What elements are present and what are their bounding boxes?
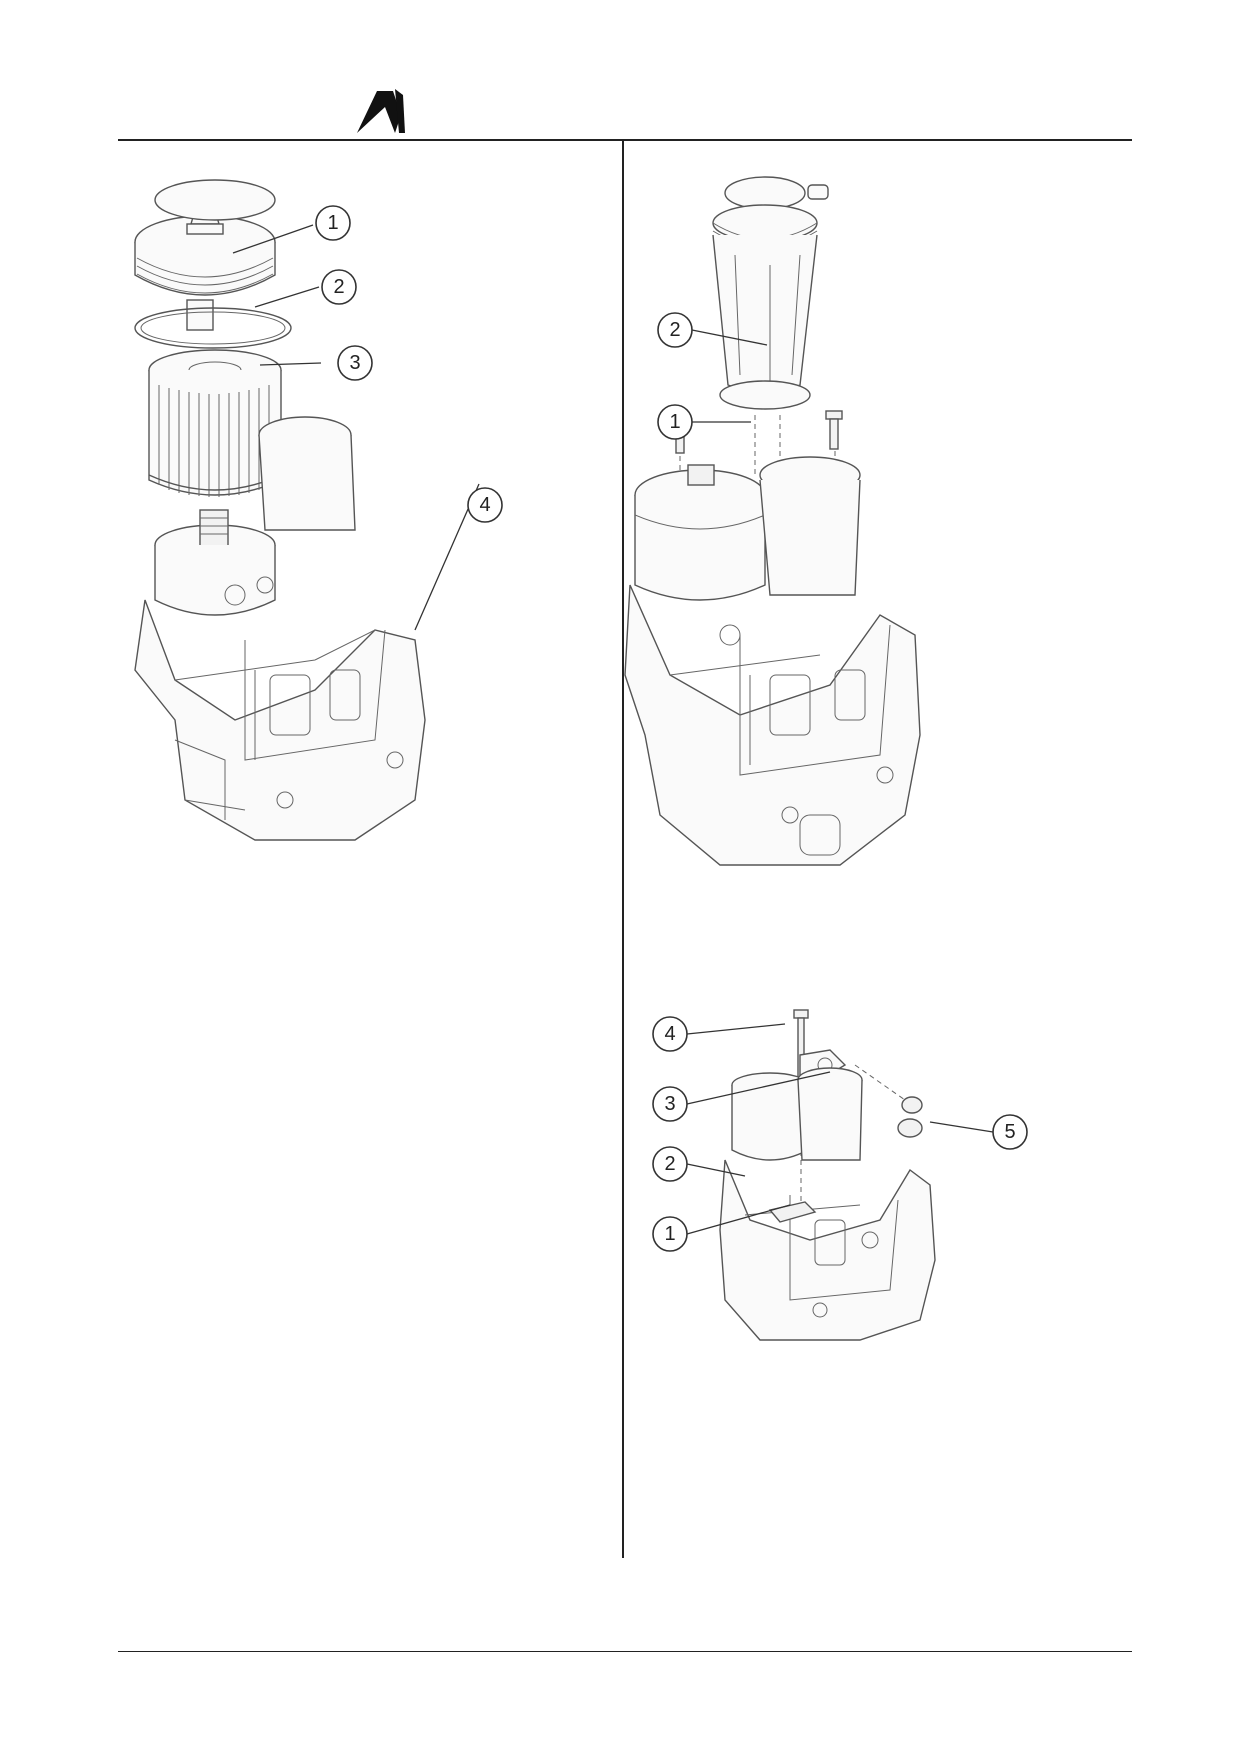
figure-a-oil-filter-exploded [134,179,426,841]
svg-text:4: 4 [479,494,490,516]
svg-text:5: 5 [1004,1121,1015,1143]
callout-c4: 4 [652,1016,688,1052]
callout-a2: 2 [321,269,357,305]
callout-a4: 4 [467,487,503,523]
callout-b1: 1 [657,404,693,440]
callout-a3: 3 [337,345,373,381]
svg-text:3: 3 [349,352,360,374]
footer-rule [118,1651,1132,1652]
figure-a-callouts: 1 2 3 4 [232,205,503,631]
company-logo [357,89,405,133]
page-header [0,0,1240,145]
header-rule [118,139,1132,141]
svg-text:2: 2 [333,276,344,298]
callout-b2: 2 [657,312,693,348]
callout-c2: 2 [652,1146,688,1182]
callout-a1: 1 [315,205,351,241]
figure-c-housing-mounting [719,1009,936,1341]
svg-text:2: 2 [664,1153,675,1175]
figure-b-callouts: 2 1 [657,312,768,440]
column-divider [622,141,624,1558]
svg-text:1: 1 [327,212,338,234]
svg-text:1: 1 [669,411,680,433]
svg-text:2: 2 [669,319,680,341]
svg-text:3: 3 [664,1093,675,1115]
callout-c5: 5 [992,1114,1028,1150]
svg-text:4: 4 [664,1023,675,1045]
callout-c1: 1 [652,1216,688,1252]
figure-b-housing-cartridge [624,176,921,866]
callout-c3: 3 [652,1086,688,1122]
figure-c-callouts: 4 3 2 1 5 [652,1016,1028,1252]
svg-text:1: 1 [664,1223,675,1245]
